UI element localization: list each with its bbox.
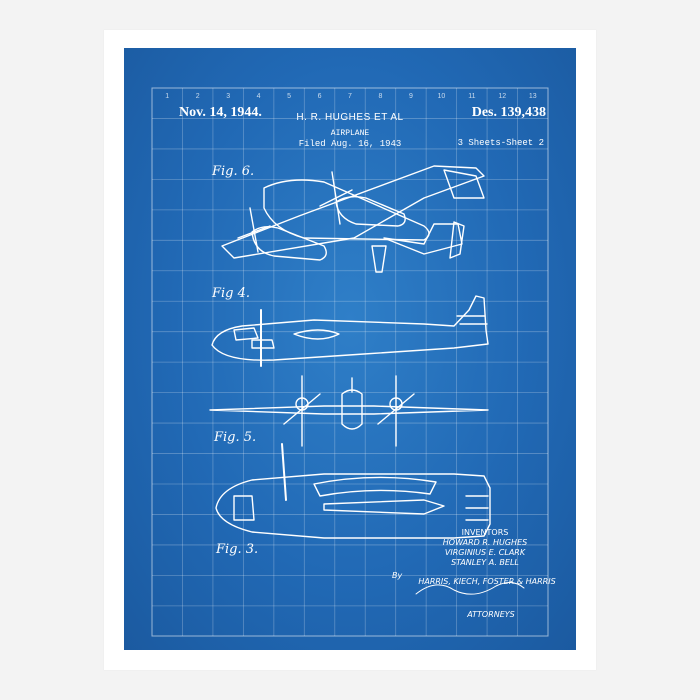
fig4-tail-detail xyxy=(456,315,488,325)
grid-number: 4 xyxy=(257,93,261,100)
patent-date: Nov. 14, 1944. xyxy=(179,105,262,120)
grid-number: 9 xyxy=(409,93,413,100)
grid-number: 13 xyxy=(529,93,537,100)
fig5-right-spinner xyxy=(389,397,403,411)
fig3-propeller xyxy=(281,443,287,501)
grid-number: 5 xyxy=(287,93,291,100)
inventor-name: VIRGINIUS E. CLARK xyxy=(444,548,526,557)
patent-title: AIRPLANE xyxy=(330,129,370,138)
fig4-nacelle-marking xyxy=(293,329,340,340)
grid-border xyxy=(151,87,549,637)
inventor-name: HOWARD R. HUGHES xyxy=(442,538,528,547)
inventors-label: INVENTORS xyxy=(461,528,509,537)
figure-4-label: Fig 4. xyxy=(212,286,251,301)
attorneys-label: ATTORNEYS xyxy=(467,610,515,619)
fig3-tail-lines xyxy=(465,495,489,521)
inventors-block: INVENTORS HOWARD R. HUGHES VIRGINIUS E. … xyxy=(410,528,560,568)
fig3-canopy xyxy=(313,476,437,497)
fig6-left-nacelle xyxy=(251,225,327,261)
attorney-firm: HARRIS, KIECH, FOSTER & HARRIS xyxy=(418,577,556,586)
fig4-cockpit-window xyxy=(233,327,259,341)
fig3-fuselage xyxy=(215,473,491,539)
fig6-right-propeller xyxy=(319,171,353,225)
fig3-nose-detail xyxy=(233,495,255,521)
figure-6-label: Fig. 6. xyxy=(212,164,255,179)
fig3-wing-root xyxy=(323,499,445,515)
filed-date: Filed Aug. 16, 1943 xyxy=(298,139,402,149)
grid-number: 7 xyxy=(348,93,352,100)
attorney-signature xyxy=(415,582,525,595)
fig4-fuselage xyxy=(211,295,489,361)
fig6-main-wing xyxy=(221,165,485,259)
fig4-engine-cowl xyxy=(251,339,275,349)
figure-5-label: Fig. 5. xyxy=(214,430,257,445)
grid-number: 3 xyxy=(226,93,230,100)
sheet-count: 3 Sheets-Sheet 2 xyxy=(457,138,544,148)
fig5-fuselage xyxy=(341,389,363,430)
grid-number: 6 xyxy=(318,93,322,100)
fig5-wing xyxy=(209,405,489,415)
design-number: Des. 139,438 xyxy=(471,105,546,120)
grid-number: 12 xyxy=(498,93,506,100)
grid-number: 8 xyxy=(379,93,383,100)
grid-number: 1 xyxy=(165,93,169,100)
fig6-left-propeller xyxy=(237,207,271,253)
grid-number: 10 xyxy=(437,93,445,100)
fig6-right-nacelle xyxy=(335,195,406,227)
fig5-right-propeller xyxy=(377,375,415,447)
fig6-vertical-fin xyxy=(449,221,465,259)
fig6-horizontal-stabilizer xyxy=(443,169,485,199)
inventor-name: STANLEY A. BELL xyxy=(451,558,519,567)
inventor-header: H. R. HUGHES ET AL xyxy=(296,112,404,123)
attorney-by: By xyxy=(392,571,403,580)
grid-number: 11 xyxy=(468,93,475,100)
fig5-left-propeller xyxy=(283,375,321,447)
fig5-left-spinner xyxy=(295,397,309,411)
figure-3-label: Fig. 3. xyxy=(216,542,259,557)
grid-number: 2 xyxy=(196,93,200,100)
fig6-vertical-fin-left xyxy=(371,245,387,273)
